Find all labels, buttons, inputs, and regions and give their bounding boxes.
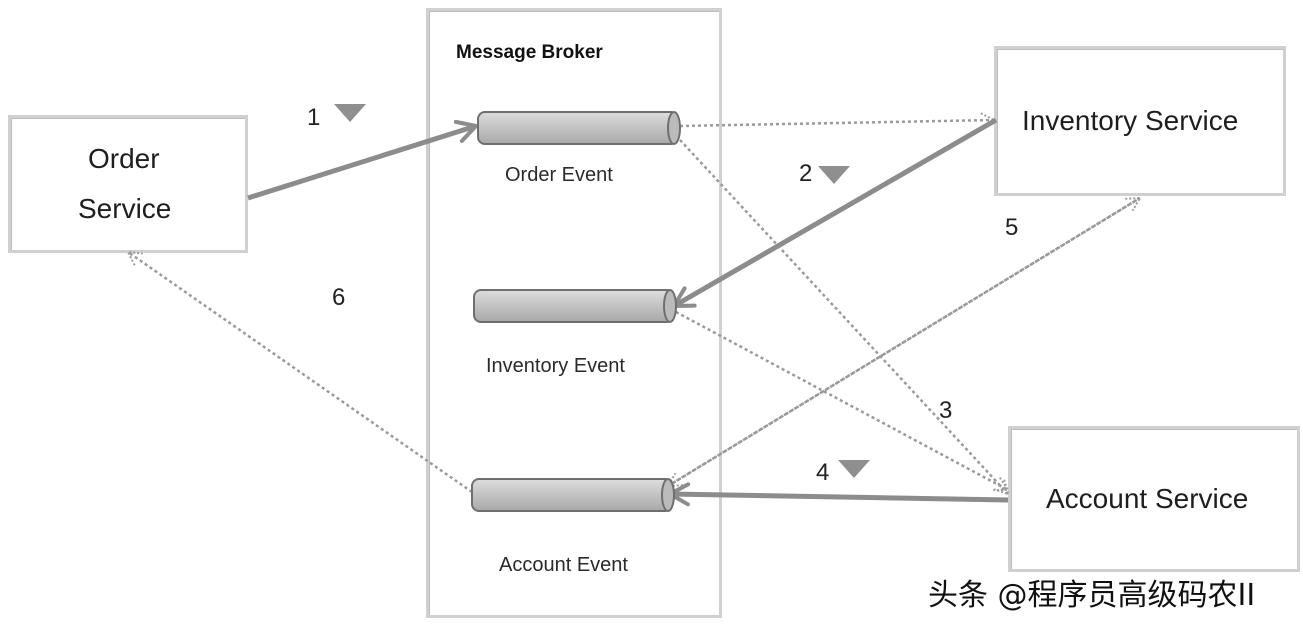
account-event-label: Account Event — [499, 554, 628, 576]
dotted-arrow-order-event-to-inventory — [679, 112, 997, 129]
watermark-text: 头条 @程序员高级码农II — [928, 578, 1256, 613]
step-3-number: 3 — [939, 397, 953, 424]
step-1-number: 1 — [307, 104, 321, 131]
account-service-box — [1008, 426, 1300, 572]
inventory-event-queue — [473, 289, 677, 323]
dotted-arrow-to-account-event — [666, 196, 1141, 488]
inventory-service-label: Inventory Service — [1022, 105, 1239, 136]
step-4-marker-icon — [838, 460, 870, 478]
order-event-label: Order Event — [505, 164, 613, 186]
solid-arrow-inventory-to-inventory-event — [672, 117, 998, 309]
step-6-number: 6 — [332, 284, 346, 311]
account-event-queue — [471, 478, 675, 512]
inventory-service-box — [994, 46, 1286, 196]
dotted-arrow-account-event-to-order — [126, 250, 473, 494]
step-5-number: 5 — [1005, 214, 1019, 241]
order-event-queue — [477, 111, 681, 145]
broker-title: Message Broker — [456, 42, 603, 63]
order-service-box — [8, 115, 248, 253]
step-2-marker-icon — [818, 166, 850, 184]
order-service-label-line2: Service — [78, 193, 172, 224]
dotted-arrow-inventory-event-to-account — [675, 310, 1010, 492]
solid-arrow-account-to-account-event — [668, 482, 1009, 507]
solid-arrow-order-to-order-event — [247, 119, 478, 201]
step-1-marker-icon — [334, 104, 366, 122]
inventory-event-label: Inventory Event — [486, 355, 625, 377]
account-service-label: Account Service — [1046, 483, 1249, 514]
step-2-number: 2 — [799, 160, 813, 187]
order-service-label-line1: Order — [88, 143, 160, 174]
dotted-arrow-order-event-to-account — [679, 139, 1010, 496]
step-4-number: 4 — [816, 459, 830, 486]
